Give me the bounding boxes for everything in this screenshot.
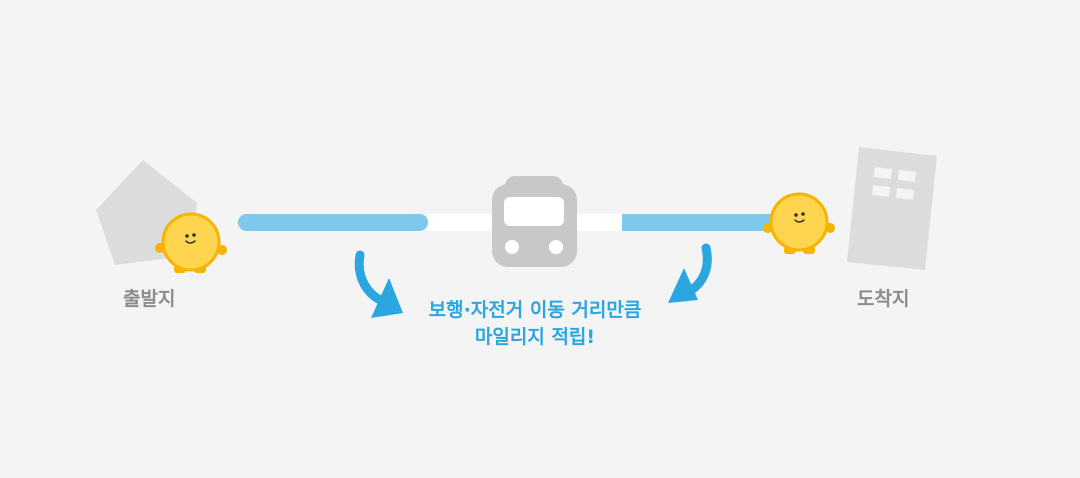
smiley-mascot-icon	[155, 212, 227, 273]
curved-arrow-icon	[354, 250, 403, 318]
bus-icon	[492, 176, 577, 267]
mileage-caption-line1: 보행·자전거 이동 거리만큼	[428, 299, 642, 321]
route-walk-segment-start	[238, 214, 428, 231]
destination-label: 도착지	[857, 288, 910, 310]
origin-label: 출발지	[123, 288, 176, 310]
route-walk-segment-end	[622, 214, 782, 231]
curved-arrow-icon	[668, 243, 712, 303]
building-icon	[847, 147, 937, 270]
smiley-mascot-icon	[763, 192, 835, 254]
mileage-caption-line2: 마일리지 적립!	[474, 326, 596, 348]
